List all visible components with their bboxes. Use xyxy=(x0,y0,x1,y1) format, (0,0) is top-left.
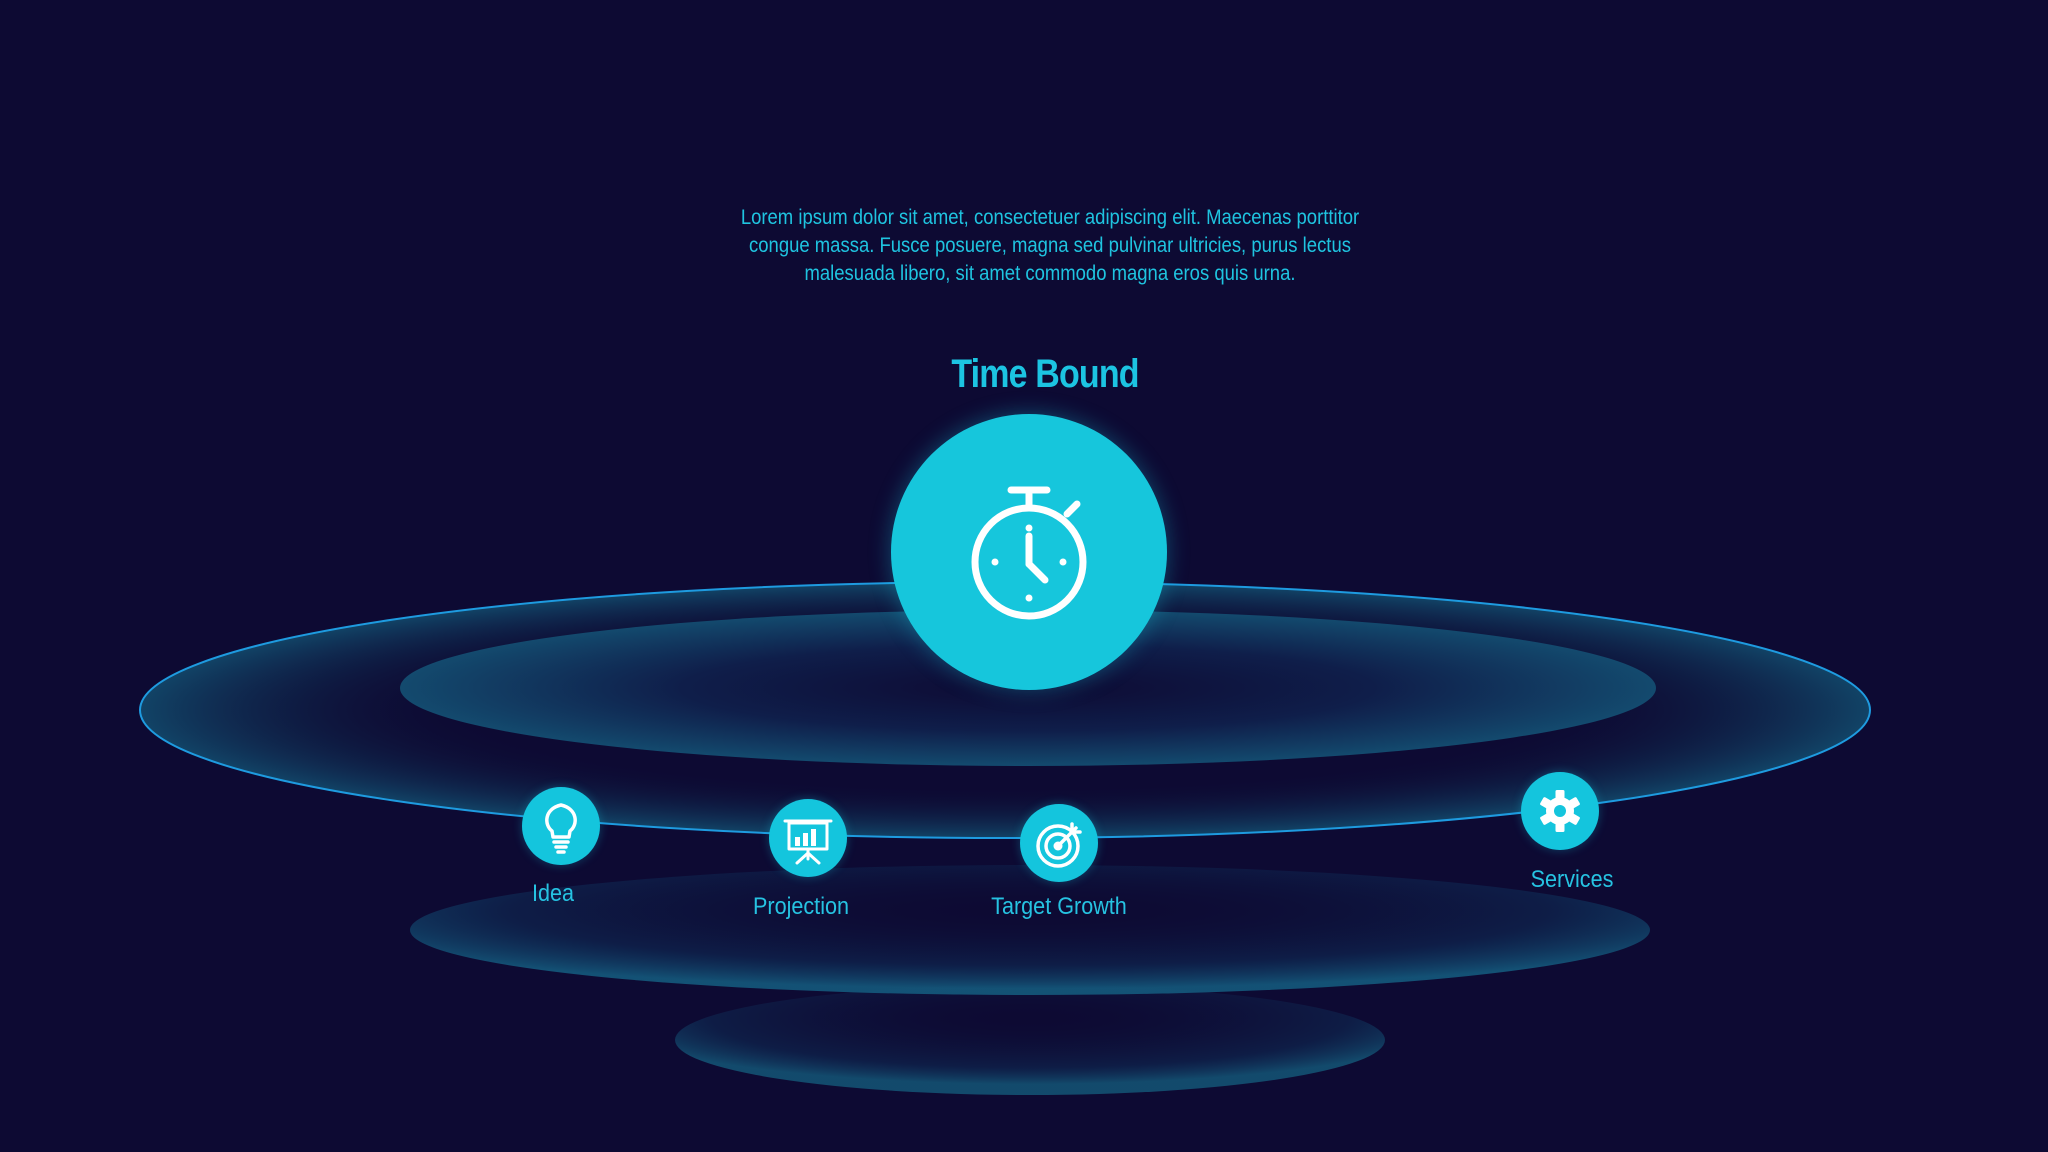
projection-label: Projection xyxy=(752,893,850,920)
gear-icon xyxy=(1540,790,1580,832)
lightbulb-icon xyxy=(545,803,577,854)
presentation-chart-icon xyxy=(783,819,833,865)
intro-text: Lorem ipsum dolor sit amet, consectetuer… xyxy=(740,206,1360,285)
lower-shadow-ellipse xyxy=(675,985,1385,1095)
hub-title: Time Bound xyxy=(951,352,1139,396)
target-icon xyxy=(1036,822,1082,868)
target-growth-label: Target Growth xyxy=(991,893,1127,920)
stopwatch-icon xyxy=(971,486,1087,620)
hub-circle[interactable] xyxy=(891,414,1167,690)
idea-label: Idea xyxy=(531,880,575,907)
middle-shadow-ellipse xyxy=(410,865,1650,995)
services-node[interactable] xyxy=(1521,772,1599,850)
services-label: Services xyxy=(1530,866,1614,893)
idea-node[interactable] xyxy=(522,787,600,865)
target-growth-node[interactable] xyxy=(1020,804,1098,882)
projection-node[interactable] xyxy=(769,799,847,877)
